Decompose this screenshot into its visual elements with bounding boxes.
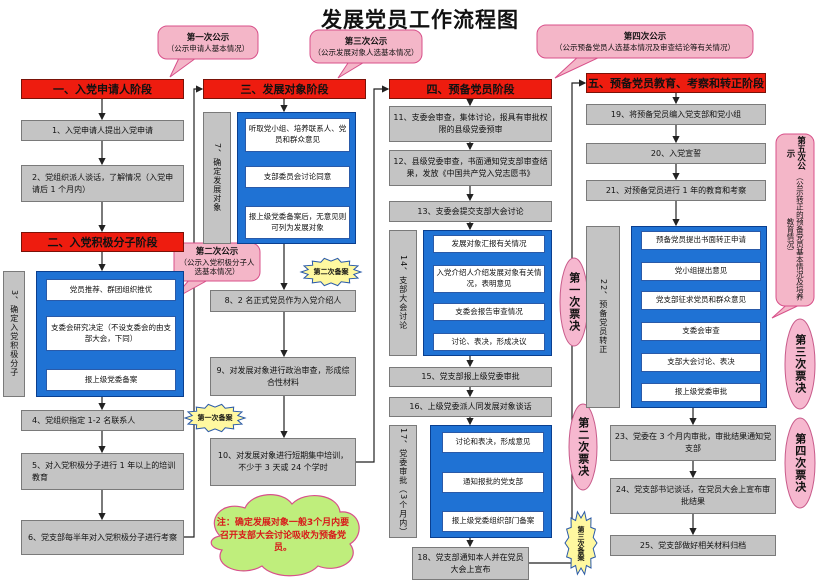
stage-header-4: 四、预备党员阶段 — [389, 79, 552, 99]
vote-2: 第二次票决 — [576, 417, 590, 477]
publicity-4: 第四次公示 （公示预备党员人选基本情况及审查结论等有关情况） — [555, 32, 735, 52]
filing-3-shape — [564, 510, 598, 576]
filing-1: 第一次备案 — [197, 414, 233, 422]
step-3b-box: 支委会研究决定（不设支委会的由支部大会，下同） — [46, 316, 176, 351]
publicity-5: 第五次公示 （公示转正的预备党员基本情况及培养教育情况） — [785, 136, 806, 301]
connector-c1-c2 — [184, 85, 204, 538]
step-21-box: 21、对预备党员进行 1 年的教育和考察 — [586, 180, 766, 201]
step-16-box: 16、上级党委派人同发展对象谈话 — [389, 397, 552, 417]
stage-header-5: 五、预备党员教育、考察和转正阶段 — [586, 73, 766, 93]
step-14d-box: 讨论、表决，形成决议 — [433, 333, 545, 351]
step-6-box: 6、党支部每半年对入党积极分子进行考察 — [21, 520, 184, 555]
publicity-3: 第三次公示 （公示发展对象人选基本情况） — [313, 37, 419, 57]
step-14a-box: 发展对象汇报有关情况 — [433, 235, 545, 253]
step-17b-box: 通知报批的党支部 — [442, 472, 544, 493]
step-13-box: 13、支委会提交支部大会讨论 — [389, 201, 552, 222]
step-2-box: 2、党组织派人谈话，了解情况（入党申请后 1 个月内） — [21, 165, 184, 202]
page-title: 发展党员工作流程图 — [321, 8, 519, 32]
step-1-box: 1、入党申请人提出入党申请 — [21, 120, 184, 141]
vote-1: 第一次票决 — [567, 272, 581, 332]
step-3-label: 3、确定入党积极分子 — [3, 271, 25, 397]
step-5-box: 5、对入党积极分子进行 1 年以上的培训教育 — [21, 453, 184, 490]
step-4-box: 4、党组织指定 1-2 名联系人 — [21, 410, 184, 431]
step-22a-box: 预备党员提出书面转正申请 — [641, 231, 761, 250]
stage-header-1: 一、入党申请人阶段 — [21, 79, 184, 99]
step-12-box: 12、县级党委审查，书面通知党支部审查结果，发放《中国共产党入党志愿书》 — [389, 150, 552, 186]
filing-2-shape — [299, 257, 363, 287]
step-20-box: 20、入党宣誓 — [586, 143, 766, 164]
connector-c2-c3 — [356, 85, 390, 463]
filing-1-shape — [183, 403, 247, 433]
step-7b-box: 支部委员会讨论同意 — [245, 166, 350, 188]
step-22e-box: 支部大会讨论、表决 — [641, 353, 761, 372]
publicity-1: 第一次公示 （公示申请人基本情况） — [166, 33, 250, 53]
step-22f-box: 报上级党委审批 — [641, 383, 761, 402]
step-7a-box: 听取党小组、培养联系人、党员和群众意见 — [245, 118, 350, 152]
step-14-label: 14、支部大会讨论 — [389, 230, 417, 356]
step-3c-box: 报上级党委备案 — [46, 369, 176, 391]
step-7-label: 7、确定发展对象 — [203, 112, 231, 244]
step-14b-box: 入党介绍人介绍发展对象有关情况，表明意见 — [433, 265, 545, 293]
note-cloud: 注：确定发展对象一般3个月内要召开支部大会讨论吸收为预备党员。 — [216, 518, 350, 554]
step-22-label: 22、预备党员转正 — [586, 226, 620, 408]
step-18-box: 18、党支部通知本人并在党员大会上宣布 — [412, 547, 529, 580]
step-24-box: 24、党支部书记谈话，在党员大会上宣布审批结果 — [610, 478, 776, 514]
step-3a-box: 党员推荐、群团组织推优 — [46, 279, 176, 301]
bubble-1-shape — [157, 25, 259, 60]
step-25-box: 25、党支部做好相关材料归档 — [610, 535, 776, 556]
step-19-box: 19、将预备党员编入党支部和党小组 — [586, 104, 766, 125]
step-14c-box: 支委会报告审查情况 — [433, 303, 545, 321]
step-17a-box: 讨论和表决，形成意见 — [442, 432, 544, 453]
step-22-group — [631, 226, 767, 408]
stage-header-3: 三、发展对象阶段 — [203, 79, 366, 99]
bubble-3-shape — [309, 29, 423, 64]
step-17-label: 17、党委审批（3个月内） — [389, 425, 417, 538]
vote-4: 第四次票决 — [793, 433, 807, 493]
bubble-4-shape — [536, 24, 754, 59]
vote-4-shape — [784, 417, 816, 509]
step-17c-box: 报上级党委组织部门备案 — [442, 511, 544, 532]
vote-3: 第三次票决 — [793, 334, 807, 394]
filing-2: 第二次备案 — [313, 268, 349, 276]
step-22d-box: 支委会审查 — [641, 322, 761, 341]
step-22c-box: 党支部征求党员和群众意见 — [641, 291, 761, 310]
stage-header-2: 二、入党积极分子阶段 — [21, 232, 184, 252]
vote-2-shape — [568, 403, 598, 491]
step-15-box: 15、党支部报上级党委审批 — [389, 367, 552, 387]
step-9-box: 9、对发展对象进行政治审查，形成综合性材料 — [210, 357, 356, 396]
step-11-box: 11、支委会审查，集体讨论，报具有审批权限的县级党委预审 — [389, 106, 552, 142]
note-cloud-shape — [210, 494, 360, 577]
vote-3-shape — [784, 318, 816, 410]
step-7c-box: 报上级党委备案后，无意见则可列为发展对象 — [245, 206, 350, 239]
step-22b-box: 党小组提出意见 — [641, 262, 761, 281]
filing-3: 第三次备案 — [577, 525, 585, 561]
publicity-2: 第二次公示 （公示入党积极分子人选基本情况） — [179, 247, 255, 277]
step-10-box: 10、对发展对象进行短期集中培训，不少于 3 天或 24 个学时 — [210, 438, 356, 486]
bubble-5-shape — [775, 133, 815, 307]
step-23-box: 23、党委在 3 个月内审批，审批结果通知党支部 — [610, 425, 776, 461]
step-8-box: 8、2 名正式党员作为入党介绍人 — [210, 290, 356, 312]
